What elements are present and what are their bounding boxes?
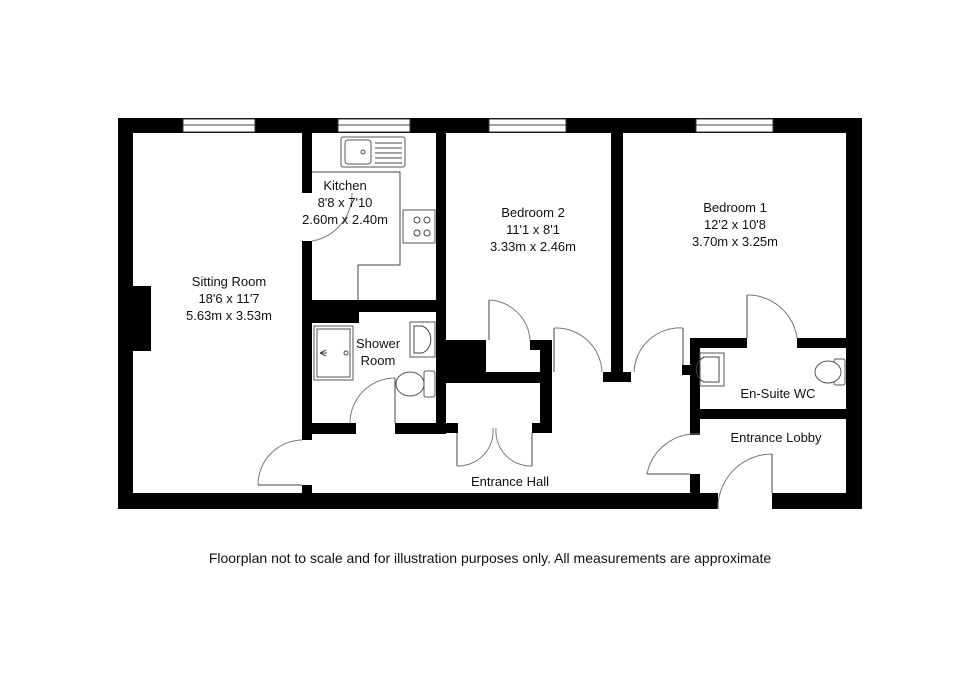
outer-wall-right: [846, 118, 862, 509]
ensuite-wall-top-left: [690, 338, 747, 348]
room-imperial: 18'6 x 11'7: [198, 291, 260, 306]
lobby-inner-door-swing: [646, 433, 701, 475]
room-label-en-suite-wc: En-Suite WC: [740, 385, 815, 402]
room-label-entrance-hall: Entrance Hall: [471, 473, 549, 490]
kitchen-worktop: [312, 171, 401, 300]
room-label-bedroom-1: Bedroom 1 12'2 x 10'8 3.70m x 3.25m: [692, 199, 778, 250]
bedroom2-wall-left: [436, 133, 446, 340]
chimney-breast: [133, 286, 151, 351]
room-metric: 3.33m x 2.46m: [490, 239, 576, 254]
room-imperial: 8'8 x 7'10: [317, 195, 373, 210]
cupboard-wall-top: [530, 340, 552, 350]
toilet-icon: [395, 370, 436, 398]
lobby-wall-top: [690, 409, 846, 419]
ensuite-basin-icon: [695, 352, 725, 387]
kitchen-wall-left-upper: [302, 133, 312, 193]
bedroom2-door-swing: [553, 327, 603, 373]
room-name: Sitting Room: [191, 274, 267, 289]
sitting-door-stub: [302, 485, 312, 493]
kitchen-door-swing: [311, 192, 353, 242]
hall-wall-right: [540, 383, 552, 433]
basin-icon: [409, 321, 436, 358]
hob-icon: [402, 209, 436, 244]
shower-wall-bottom-left: [312, 423, 356, 434]
ensuite-wall-left: [690, 338, 700, 435]
room-name: Bedroom 2: [501, 205, 565, 220]
room-name-line2: Room: [360, 353, 396, 368]
room-name: Kitchen: [323, 178, 367, 193]
kitchen-wall-bottom: [302, 300, 446, 312]
room-imperial: 11'1 x 8'1: [506, 222, 560, 237]
ensuite-wall-top-right: [797, 338, 846, 348]
sink-icon: [340, 136, 406, 168]
bedroom1-door-swing: [633, 327, 684, 373]
lobby-wall-stub: [690, 474, 700, 493]
room-name: Bedroom 1: [703, 200, 767, 215]
outer-wall-bottom-left: [118, 493, 718, 509]
room-metric: 3.70m x 3.25m: [692, 234, 778, 249]
hall-stub-left: [446, 423, 458, 433]
room-name: Shower: [355, 336, 401, 351]
room-label-bedroom-2: Bedroom 2 11'1 x 8'1 3.33m x 2.46m: [490, 204, 576, 255]
shower-door-swing: [349, 377, 396, 424]
bedroom-divider: [611, 133, 623, 382]
room-label-entrance-lobby: Entrance Lobby: [730, 429, 821, 446]
room-label-shower-room: Shower Room: [356, 335, 400, 369]
outer-wall-bottom-right: [772, 493, 862, 509]
hall-wall-upper: [446, 372, 552, 383]
divider-foot: [603, 372, 631, 382]
sitting-room-door-swing: [257, 439, 303, 486]
shower-wall-top: [312, 312, 359, 323]
shower-wall-right: [436, 300, 446, 434]
room-name: En-Suite WC: [740, 386, 816, 401]
room-imperial: 12'2 x 10'8: [703, 217, 767, 232]
room-metric: 5.63m x 3.53m: [186, 308, 272, 323]
room-name: Entrance Lobby: [730, 430, 822, 445]
front-door-swing: [717, 453, 773, 510]
cupboard-door-swing: [488, 299, 531, 341]
room-metric: 2.60m x 2.40m: [302, 212, 388, 227]
disclaimer-text: Floorplan not to scale and for illustrat…: [208, 550, 772, 566]
ensuite-wall-stub: [682, 365, 692, 375]
hall-stub-right: [532, 423, 552, 433]
double-door-right: [495, 427, 533, 467]
shower-tray-icon: [313, 325, 354, 381]
room-label-sitting-room: Sitting Room 18'6 x 11'7 5.63m x 3.53m: [186, 273, 272, 324]
room-name: Entrance Hall: [470, 474, 550, 489]
ensuite-toilet-icon: [814, 358, 846, 386]
shower-wall-bottom-right: [395, 423, 446, 434]
window-icon: [182, 118, 774, 133]
outer-wall-left: [118, 118, 133, 509]
room-label-kitchen: Kitchen 8'8 x 7'10 2.60m x 2.40m: [302, 177, 388, 228]
ensuite-door-swing: [746, 294, 798, 339]
double-door-left: [456, 427, 494, 467]
kitchen-wall-left-lower: [302, 241, 312, 440]
